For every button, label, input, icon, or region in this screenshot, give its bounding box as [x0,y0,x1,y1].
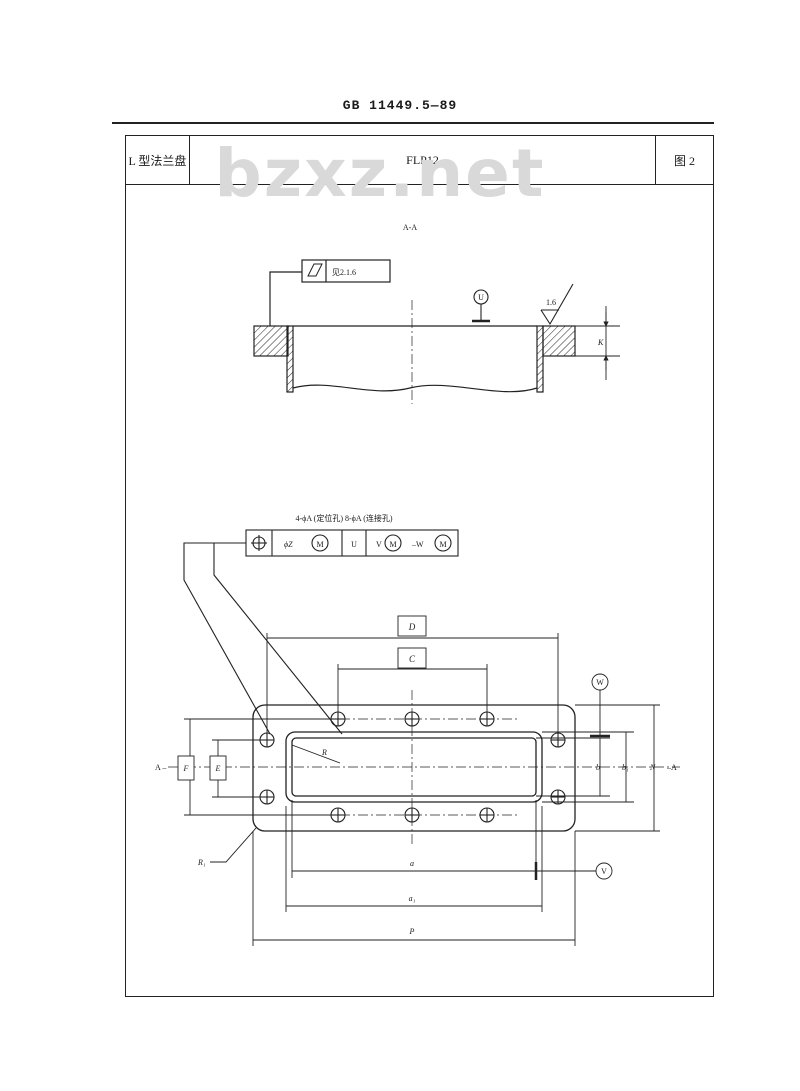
dim-r-label: R [321,748,327,757]
roughness-value: 1.6 [546,298,556,307]
header-rule [112,122,714,124]
tol-datum-v: V [376,540,382,549]
datum-w-label: W [596,678,604,687]
drawing-frame: L 型法兰盘 FLP12 图 2 [125,135,714,997]
dim-f-label: F [183,764,189,773]
center-lines [168,690,680,845]
dim-right [536,673,660,832]
flange-outer-edge [252,704,576,832]
model-cell: FLP12 [190,136,656,184]
tol-m-1: M [316,540,323,549]
tol-datum-u: U [351,540,357,549]
section-marker-left: A – [155,763,167,772]
dim-d [266,615,559,733]
flange-type-cell: L 型法兰盘 [126,136,190,184]
dim-c-label: C [409,654,416,664]
position-tolerance-frame [183,529,459,735]
dim-n-label: N [649,763,656,772]
tol-m-2: M [389,540,396,549]
roughness-symbol [540,283,574,326]
dim-c [337,647,488,712]
dim-r1-leader [210,827,257,863]
dim-bottom [252,800,613,946]
flange-plan [252,704,576,832]
standard-number: GB 11449.5—89 [342,98,458,113]
waveguide-aperture-outer [285,731,543,803]
section-label: A-A [403,223,417,232]
watermark: bzxz.net [214,135,546,212]
section-a-a [253,259,576,404]
dim-left [177,718,338,816]
thickness-dimension [575,306,620,380]
figure-cell: 图 2 [673,153,695,168]
datum-v-label: V [601,867,607,876]
dim-b-label: b [596,763,600,772]
dim-d-label: D [408,622,416,632]
dim-a-label: a [410,859,414,868]
left-flange-section [253,325,289,357]
dim-p-label: P [409,927,415,936]
holes [259,711,566,823]
flatness-reference: 见2.1.6 [332,268,356,277]
left-wall-section [286,325,294,393]
dim-e-label: E [215,764,221,773]
right-flange-section [542,325,576,357]
thickness-label: K [597,338,604,347]
hole-note: 4-ϕA (定位孔) 8-ϕA (连接孔) [295,513,392,523]
dim-r1-label: R₁ [197,858,206,867]
tol-datum-w: –W [411,540,424,549]
dim-a1-label: a₁ [409,894,416,903]
dim-b1-label: b₁ [622,763,629,772]
dim-r-leader [291,744,341,764]
title-block: L 型法兰盘 FLP12 图 2 [126,136,713,185]
section-marker-right: –A [666,763,677,772]
tol-zone: ϕZ [284,540,293,549]
break-line [292,384,538,393]
right-wall-section [536,325,544,393]
datum-u-label: U [478,293,484,302]
datum-u-symbol [472,289,490,323]
tol-m-3: M [439,540,446,549]
